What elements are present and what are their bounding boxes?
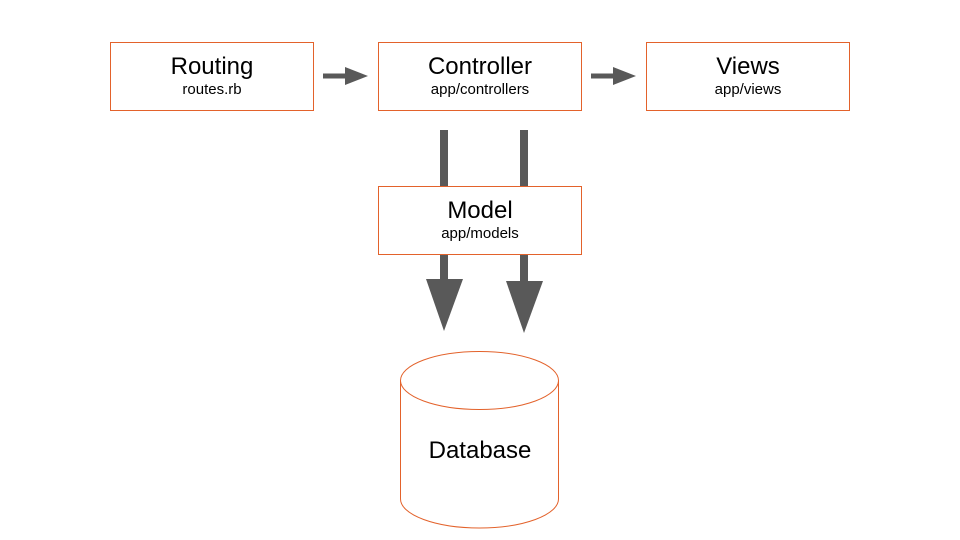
views-title: Views bbox=[716, 53, 780, 80]
database-cylinder bbox=[400, 351, 559, 529]
model-subtitle: app/models bbox=[441, 225, 519, 242]
arrow-model-to-database-right bbox=[506, 255, 543, 333]
database-label: Database bbox=[428, 437, 532, 464]
arrow-controller-to-views bbox=[591, 67, 636, 85]
connector-controller-to-model bbox=[440, 130, 528, 187]
controller-box: Controller app/controllers bbox=[378, 42, 582, 111]
controller-subtitle: app/controllers bbox=[430, 81, 530, 98]
model-title: Model bbox=[447, 197, 513, 224]
views-subtitle: app/views bbox=[714, 81, 782, 98]
views-box: Views app/views bbox=[646, 42, 850, 111]
routing-box: Routing routes.rb bbox=[110, 42, 314, 111]
model-box: Model app/models bbox=[378, 186, 582, 255]
routing-title: Routing bbox=[170, 53, 254, 80]
routing-subtitle: routes.rb bbox=[182, 81, 242, 98]
arrow-routing-to-controller bbox=[323, 67, 368, 85]
arrow-model-to-database-left bbox=[426, 255, 463, 331]
controller-title: Controller bbox=[427, 53, 533, 80]
